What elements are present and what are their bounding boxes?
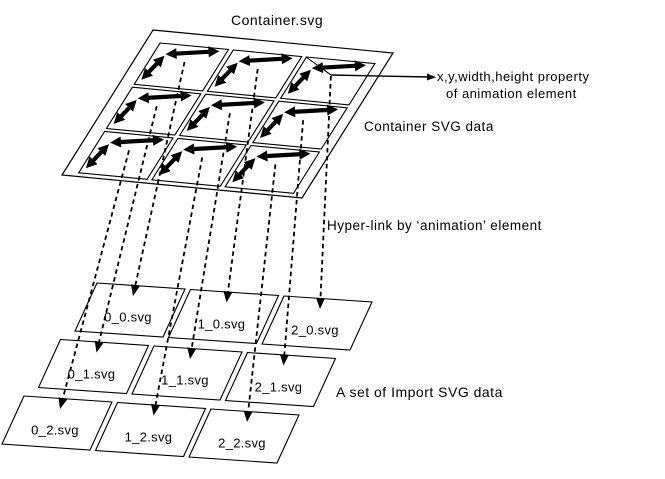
import-tile-0-2 xyxy=(1,395,113,451)
grid-cell-1-0 xyxy=(206,49,303,99)
tile-label-2_1: 2_1.svg xyxy=(254,379,303,394)
import-tile-0-1 xyxy=(37,338,150,395)
import-tile-1-1 xyxy=(131,345,243,401)
grid-cell-2-1 xyxy=(251,100,349,150)
import-tile-1-2 xyxy=(94,401,207,458)
hyperlink-arrow-1-0 xyxy=(223,68,259,303)
import-svg-set-label: A set of Import SVG data xyxy=(336,384,503,400)
import-tile-2-2 xyxy=(188,408,300,464)
hyperlink-arrow-2-0 xyxy=(316,75,332,309)
container-plane-outline xyxy=(60,29,395,199)
tile-label-2_0: 2_0.svg xyxy=(291,322,339,338)
width-arrow-1-1 xyxy=(210,97,265,111)
hyperlink-annotation: Hyper-link by ‘animation’ element xyxy=(327,218,542,233)
hyperlink-arrow-1-2 xyxy=(151,157,204,416)
hyperlink-arrow-1-1 xyxy=(187,113,231,359)
import-tile-2-1 xyxy=(224,351,337,408)
width-arrow-2-0 xyxy=(311,60,366,74)
hyperlink-arrow-0-0 xyxy=(131,61,186,296)
hyperlink-arrow-0-2 xyxy=(58,150,130,409)
property-annotation-line2: of animation element xyxy=(446,86,577,101)
tile-label-1_0: 1_0.svg xyxy=(197,316,246,331)
height-arrow-2-1 xyxy=(260,113,284,138)
height-arrow-0-1 xyxy=(113,99,137,124)
grid-cell-0-2 xyxy=(77,130,174,180)
tile-label-2_2: 2_2.svg xyxy=(218,435,266,451)
tile-label-1_2: 1_2.svg xyxy=(124,429,173,444)
width-arrow-1-0 xyxy=(238,53,293,66)
height-arrow-2-2 xyxy=(232,158,256,183)
hyperlink-arrow-2-2 xyxy=(243,164,277,422)
height-arrow-1-0 xyxy=(214,62,238,87)
tile-label-0_0: 0_0.svg xyxy=(104,309,152,325)
import-tile-2-0 xyxy=(261,295,373,351)
width-arrow-2-2 xyxy=(256,148,311,162)
tile-label-0_2: 0_2.svg xyxy=(31,422,79,438)
width-arrow-0-0 xyxy=(165,46,220,59)
hyperlink-arrow-0-1 xyxy=(94,105,158,353)
container-svg-data-label: Container SVG data xyxy=(364,119,494,134)
hyperlink-arrow-2-1 xyxy=(279,120,304,366)
width-arrow-1-2 xyxy=(183,141,238,155)
grid-cell-2-2 xyxy=(224,144,321,194)
grid-cell-1-2 xyxy=(150,137,248,187)
height-arrow-2-0 xyxy=(287,69,311,94)
tile-label-1_1: 1_1.svg xyxy=(161,372,209,388)
height-arrow-0-0 xyxy=(141,55,165,80)
height-arrow-1-1 xyxy=(186,106,210,131)
width-arrow-2-1 xyxy=(284,104,339,118)
grid-cell-2-0 xyxy=(279,56,376,106)
property-annotation-line1: x,y,width,height property xyxy=(437,69,590,84)
property-annotation: x,y,width,height property of animation e… xyxy=(437,68,589,102)
property-callout-arrow xyxy=(305,56,436,81)
width-arrow-0-2 xyxy=(110,134,164,148)
tile-label-0_1: 0_1.svg xyxy=(67,366,116,381)
container-title: Container.svg xyxy=(231,12,324,28)
height-arrow-0-2 xyxy=(85,144,109,169)
grid-cell-0-0 xyxy=(133,42,230,92)
grid-cell-0-1 xyxy=(105,86,202,136)
width-arrow-0-1 xyxy=(137,90,192,104)
import-tile-0-0 xyxy=(74,282,186,338)
